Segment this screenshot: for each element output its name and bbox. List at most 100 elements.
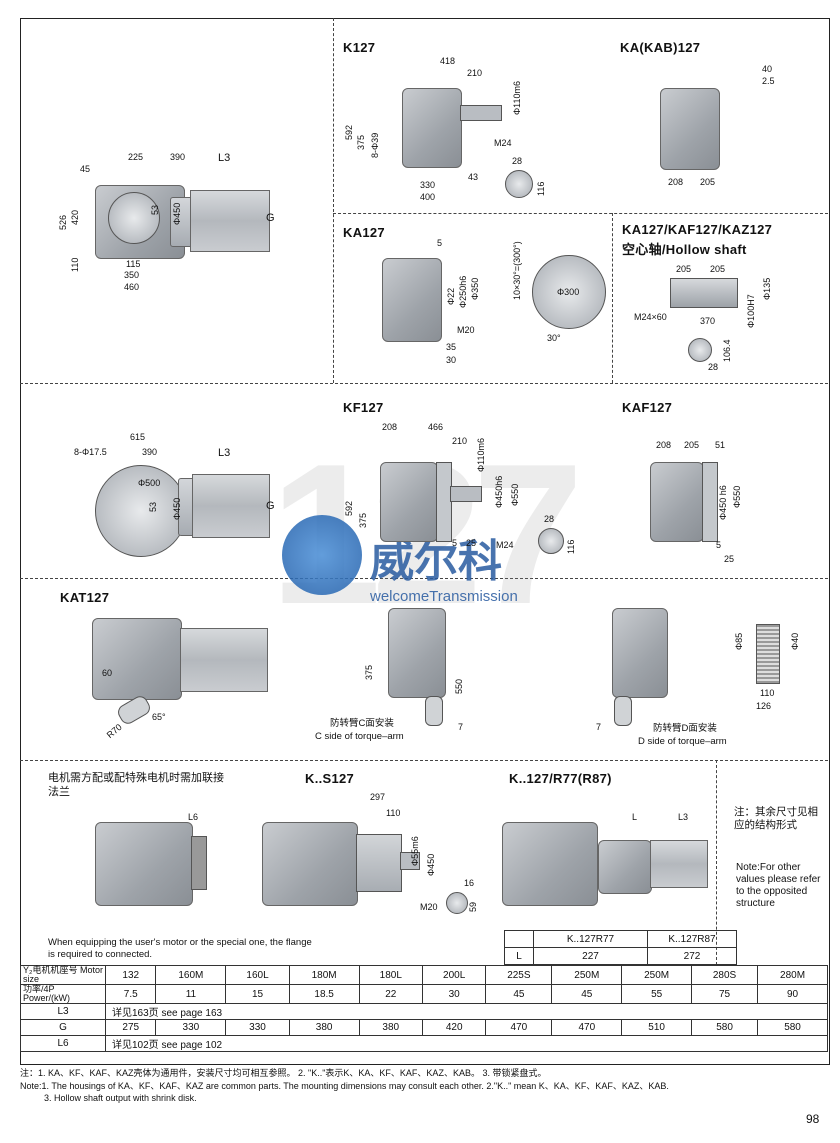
dim-8-phi39: 8-Φ39 (370, 132, 380, 158)
dim-l: L (632, 812, 638, 822)
dim-25: 25 (466, 538, 477, 548)
dim-phi450h6b: Φ450 h6 (718, 485, 728, 520)
dim-466: 466 (428, 422, 444, 432)
dim-phi450h6: Φ450h6 (494, 475, 504, 508)
divider (333, 213, 828, 214)
footnote-en1: Note:1. The housings of KA、KF、KAF、KAZ ar… (20, 1081, 669, 1091)
kaf127-gearbox (650, 462, 704, 542)
torque-d-gearbox (612, 608, 668, 698)
dim-210: 210 (467, 68, 483, 78)
flange-note-en: When equipping the user's motor or the s… (48, 937, 312, 960)
row-g: G 275 330 330 380 380 420 470 470 510 58… (20, 1019, 828, 1036)
cell: 510 (621, 1019, 693, 1036)
cell: 18.5 (288, 984, 360, 1004)
cell: 45 (551, 984, 623, 1004)
ks-shaft-section (446, 892, 468, 914)
watermark-brand-en: welcomeTransmission (370, 588, 518, 605)
dim-116: 116 (536, 181, 546, 196)
power-header: 功率/4P Power/(kW) (20, 984, 106, 1004)
cell: 580 (691, 1019, 759, 1036)
dim-28: 28 (512, 156, 523, 166)
cell: 330 (225, 1019, 290, 1036)
cell: 11 (155, 984, 227, 1004)
spec-table: Y₂电机机座号 Motor size 132 160M 160L 180M 18… (20, 965, 828, 1052)
ks-input-housing (356, 834, 402, 892)
l6-header: L6 (20, 1035, 106, 1052)
l3-text: 详见163页 see page 163 (105, 1003, 828, 1020)
torque-d-arm (614, 696, 632, 726)
dim-phi300: Φ300 (557, 287, 580, 297)
cell: 132 (104, 965, 157, 985)
cell: 15 (225, 984, 290, 1004)
dim-208: 208 (668, 177, 684, 187)
title-ks127: K..S127 (305, 771, 355, 786)
divider (716, 760, 717, 965)
divider (20, 383, 828, 384)
dim-350: 350 (124, 270, 140, 280)
dim-106-4: 106.4 (722, 339, 732, 362)
dim-m24b: M24 (496, 540, 514, 550)
dim-phi40: Φ40 (790, 632, 800, 650)
dim-phi450b: Φ450 (172, 497, 182, 520)
dim-phi55m6: Φ55m6 (410, 836, 420, 866)
dim-45: 45 (80, 164, 91, 174)
dim-59: 59 (468, 901, 478, 912)
page-number: 98 (806, 1112, 820, 1126)
l3-header: L3 (20, 1003, 106, 1020)
cell: 275 (104, 1019, 157, 1036)
dim-35: 35 (446, 342, 457, 352)
watermark-logo-icon (282, 515, 362, 595)
cell: 250M (551, 965, 623, 985)
cell: 470 (551, 1019, 623, 1036)
kr-helical-stage (598, 840, 652, 894)
torque-bushing (756, 624, 780, 684)
dim-110c: 110 (386, 808, 401, 818)
row-motor: Y₂电机机座号 Motor size 132 160M 160L 180M 18… (20, 965, 828, 985)
side-note-cn: 注：其余尺寸见相应的结构形式 (734, 806, 818, 831)
cell: 180M (288, 965, 360, 985)
k-output-flange (108, 192, 160, 244)
dim-25b: 25 (724, 554, 735, 564)
cell: 90 (757, 984, 828, 1004)
cell: 7.5 (104, 984, 157, 1004)
kr-motor (650, 840, 708, 888)
hollow-shaft-body (670, 278, 738, 308)
dim-7b: 7 (596, 722, 602, 732)
dim-phi500: Φ500 (138, 478, 161, 488)
dim-390b: 390 (142, 447, 158, 457)
title-hollow: KA127/KAF127/KAZ127 (622, 222, 773, 237)
ks-shaft (400, 852, 420, 870)
ka-kab-gearbox (660, 88, 720, 170)
dim-28c: 28 (544, 514, 555, 524)
dim-10x30: 10×30°=(300°) (512, 241, 522, 300)
kat-gearbox (92, 618, 182, 700)
cell: 200L (421, 965, 487, 985)
dim-526: 526 (58, 214, 68, 230)
dim-210b: 210 (452, 436, 468, 446)
kf-motor (192, 474, 270, 538)
row-power: 功率/4P Power/(kW) 7.5 11 15 18.5 22 30 45… (20, 984, 828, 1004)
torque-c-arm (425, 696, 443, 726)
dim-40: 40 (762, 64, 773, 74)
dim-110b: 110 (760, 688, 775, 698)
dim-m24: M24 (494, 138, 512, 148)
cell: 160L (225, 965, 290, 985)
dim-phi450: Φ450 (172, 202, 182, 225)
row-l3: L3 详见163页 see page 163 (20, 1003, 828, 1020)
cell: 75 (691, 984, 759, 1004)
torque-c-label: 防转臂C面安装 (330, 718, 394, 729)
dim-65deg: 65° (152, 712, 166, 722)
kf127-shaft (450, 486, 482, 502)
watermark-brand-cn: 威尔科 (370, 537, 502, 586)
dim-205: 205 (700, 177, 716, 187)
cell: 380 (358, 1019, 423, 1036)
dim-2-5: 2.5 (762, 76, 775, 86)
dim-phi100h7: Φ100H7 (746, 294, 756, 328)
dim-225: 225 (128, 152, 144, 162)
motor-header: Y₂电机机座号 Motor size (20, 965, 106, 985)
dim-gb: G (266, 500, 275, 512)
dim-205b: 205 (710, 264, 726, 274)
dim-418: 418 (440, 56, 456, 66)
dim-l3b: L3 (218, 447, 231, 459)
flange-adapter (191, 836, 207, 890)
